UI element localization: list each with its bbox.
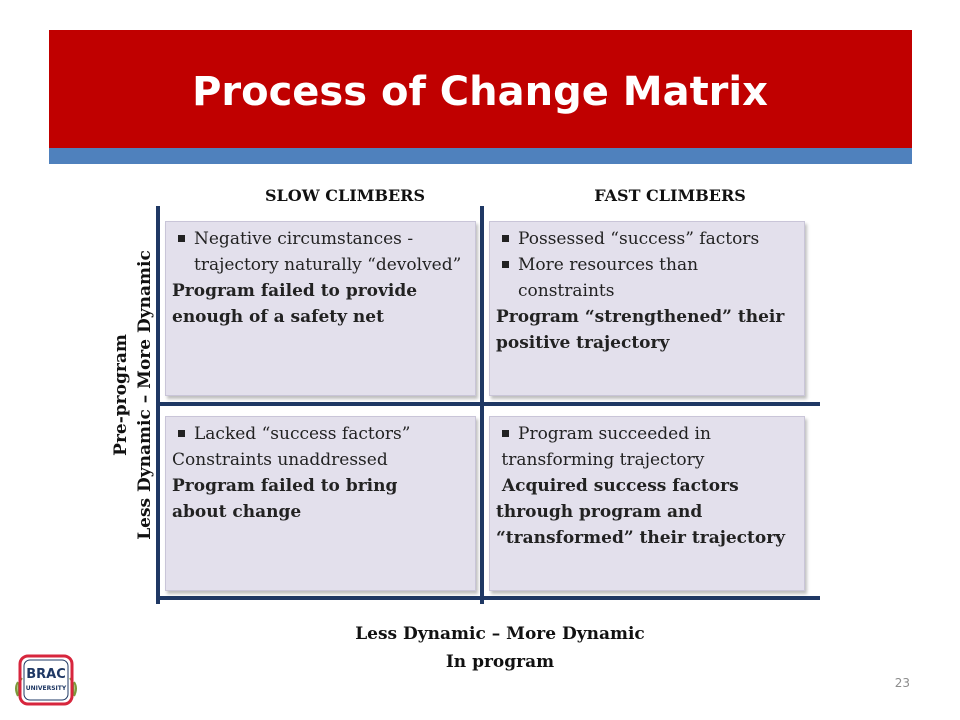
plain-text: Constraints unaddressed: [172, 450, 388, 470]
title-rule: [49, 148, 912, 164]
bullet-text: Lacked “success factors”: [194, 424, 411, 444]
bold-text: about change: [172, 502, 302, 522]
logo-text-brac: BRAC: [26, 667, 66, 682]
bold-text: Acquired success factors: [496, 476, 739, 496]
bullet-item: More resources than: [496, 252, 798, 278]
bold-text: through program and: [496, 502, 703, 522]
bold-text: Program failed to provide: [172, 281, 418, 301]
bold-text: “transformed” their trajectory: [496, 528, 786, 548]
square-bullet-icon: [178, 235, 185, 242]
bullet-item: Negative circumstances -: [172, 226, 469, 252]
logo-text-university: UNIVERSITY: [26, 685, 67, 692]
y-axis-label-line1: Pre-program: [111, 334, 131, 456]
bold-text: Program “strengthened” their: [496, 307, 785, 327]
bullet-item: Program succeeded in: [496, 421, 798, 447]
x-axis-label-line2: In program: [445, 652, 555, 672]
bold-text: enough of a safety net: [172, 307, 384, 327]
bullet-item: Possessed “success” factors: [496, 226, 798, 252]
bold-text: positive trajectory: [496, 333, 670, 353]
page-number: 23: [894, 676, 910, 690]
square-bullet-icon: [178, 430, 185, 437]
bold-text: Program failed to bring: [172, 476, 398, 496]
cell-bottom-left: Lacked “success factors” Constraints una…: [165, 416, 476, 591]
matrix-bottom-axis-line: [156, 596, 820, 600]
bullet-continuation: trajectory naturally “devolved”: [194, 255, 462, 275]
bullet-text: More resources than: [518, 255, 699, 275]
brac-university-logo: BRAC UNIVERSITY: [10, 648, 82, 708]
brac-university-logo-icon: BRAC UNIVERSITY: [15, 654, 77, 706]
bullet-continuation: constraints: [518, 281, 615, 301]
cell-top-right: Possessed “success” factors More resourc…: [489, 221, 805, 396]
cell-top-left: Negative circumstances - trajectory natu…: [165, 221, 476, 396]
y-axis-label-text: Pre-program Less Dynamic – More Dynamic: [109, 250, 157, 540]
bullet-item: Lacked “success factors”: [172, 421, 469, 447]
cell-bottom-right: Program succeeded in transforming trajec…: [489, 416, 805, 591]
title-band: [49, 30, 912, 148]
x-axis-label-line1: Less Dynamic – More Dynamic: [355, 624, 645, 644]
slide-title: Process of Change Matrix: [192, 69, 768, 115]
bullet-text: Possessed “success” factors: [518, 229, 760, 249]
bullet-text: Negative circumstances -: [194, 229, 414, 249]
y-axis-label-line2: Less Dynamic – More Dynamic: [135, 250, 155, 540]
column-header-fast-climbers: FAST CLIMBERS: [594, 186, 746, 205]
square-bullet-icon: [502, 261, 509, 268]
column-header-slow-climbers: SLOW CLIMBERS: [264, 186, 426, 205]
square-bullet-icon: [502, 235, 509, 242]
matrix-center-horizontal-line: [156, 402, 820, 406]
x-axis-label: Less Dynamic – More Dynamic In program: [300, 620, 700, 676]
bullet-text: Program succeeded in: [518, 424, 711, 444]
bullet-continuation: transforming trajectory: [496, 450, 705, 470]
square-bullet-icon: [502, 430, 509, 437]
